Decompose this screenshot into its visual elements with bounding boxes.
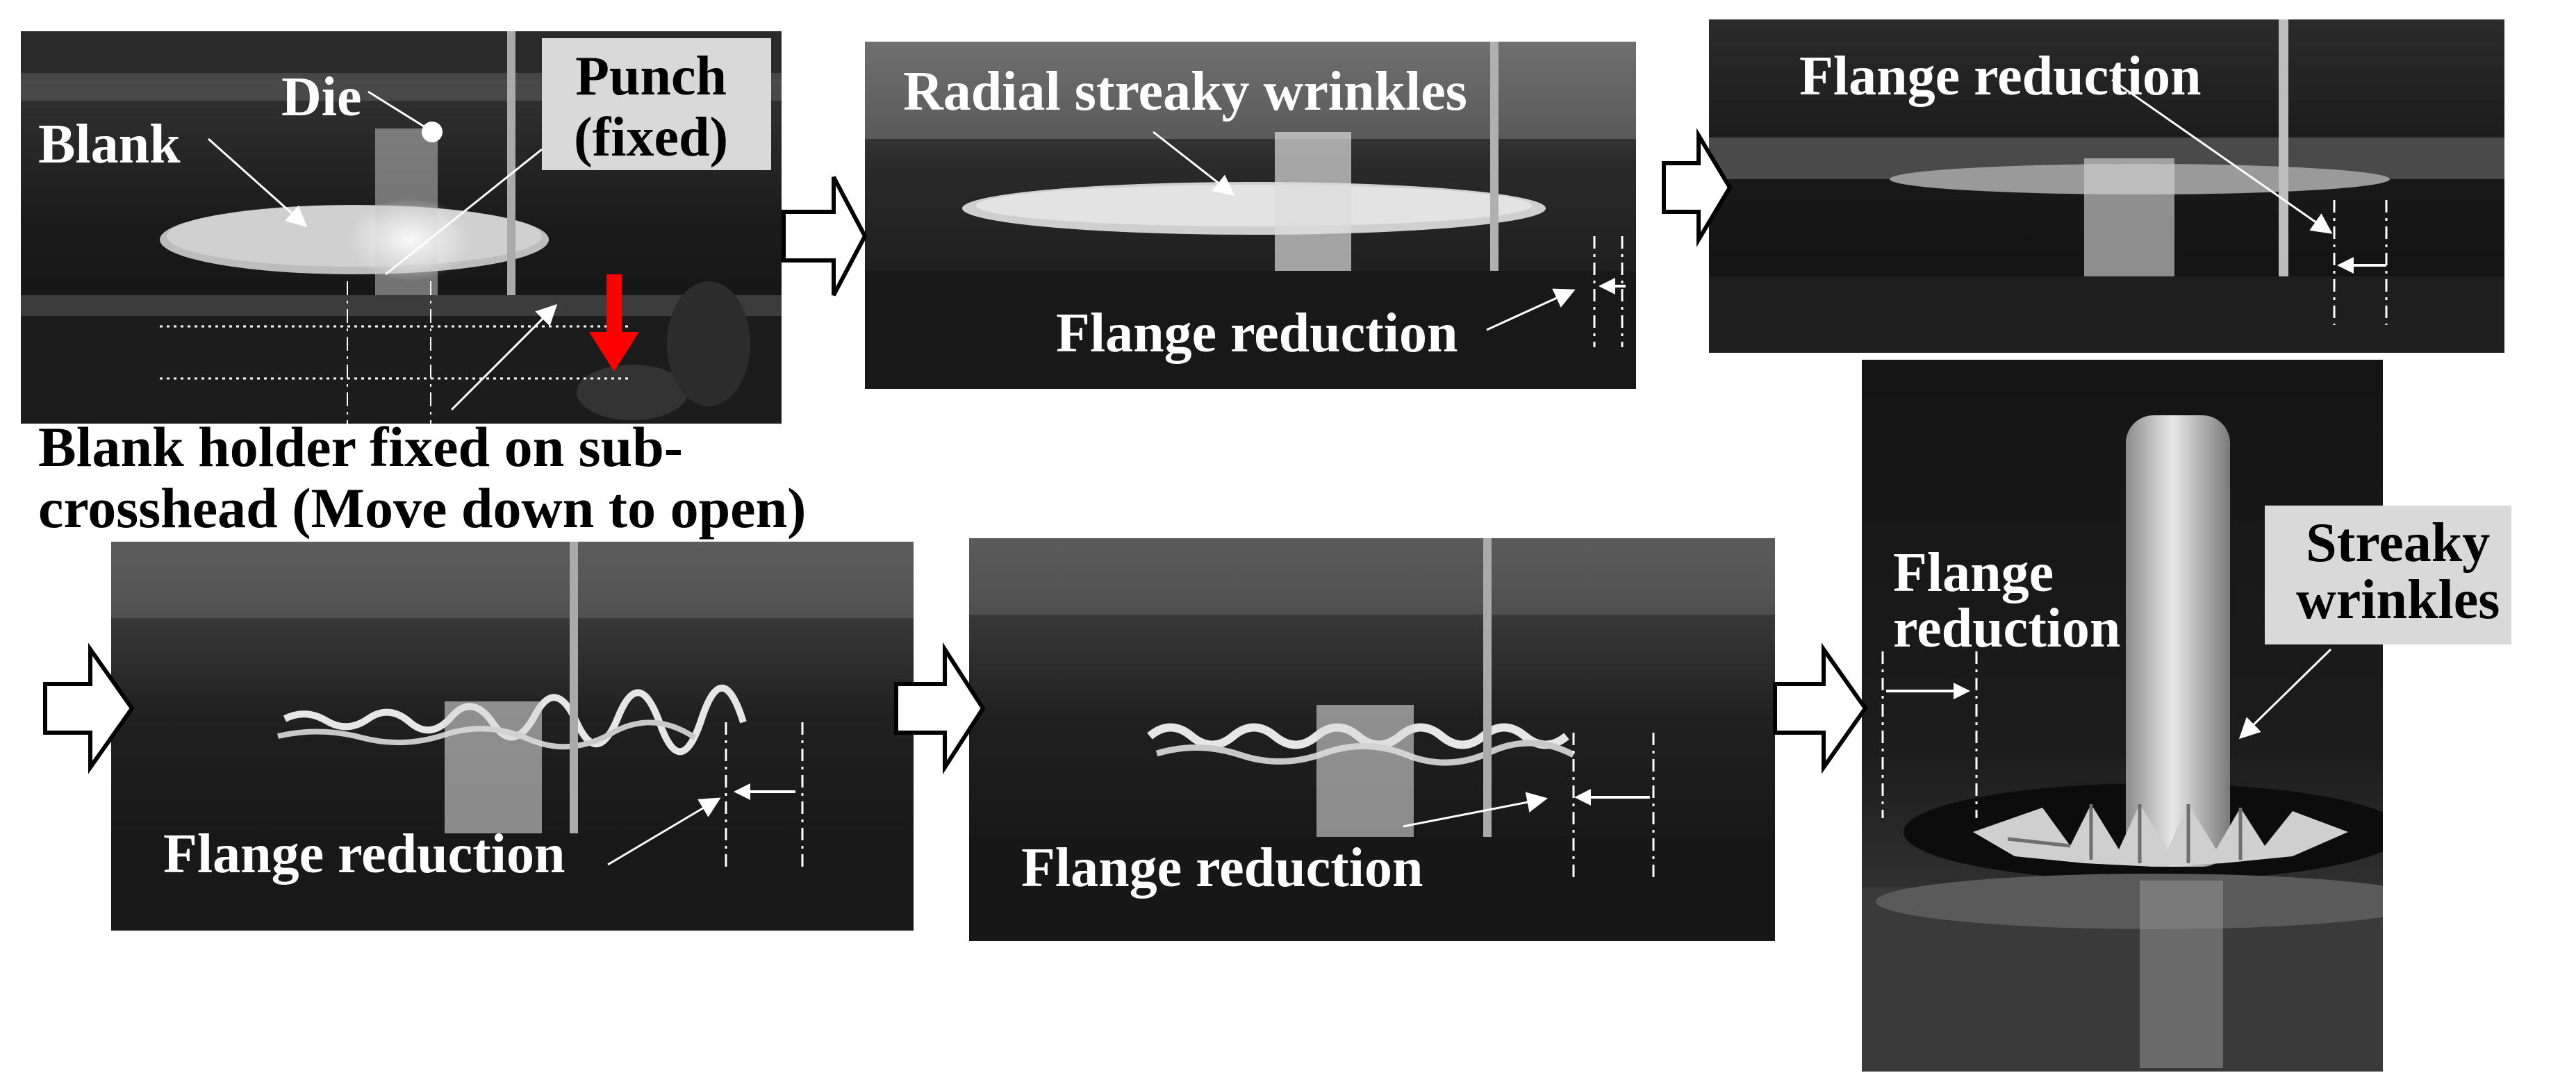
punch-label: Punch (fixed) [574, 49, 728, 165]
flange-label-line2: reduction [1893, 598, 2121, 659]
flange-reduction-label-2: Flange reduction [1056, 303, 1458, 364]
photo-panel-3 [1709, 19, 2504, 353]
radial-wrinkles-label: Radial streaky wrinkles [903, 61, 1467, 122]
flange-reduction-label-4: Flange reduction [163, 824, 565, 885]
photo-panel-2 [865, 42, 1636, 389]
punch-label-box [542, 38, 771, 170]
flange-reduction-label-6: Flange reduction [1893, 545, 2120, 656]
blank-label: Blank [38, 114, 181, 175]
streaky-wrinkles-label: Streaky wrinkles [2296, 515, 2500, 628]
photo-panel-5 [969, 538, 1775, 941]
blank-holder-label-line1: Blank holder fixed on sub- [38, 415, 684, 478]
streaky-label-line1: Streaky [2306, 513, 2491, 574]
punch-label-line2: (fixed) [574, 107, 729, 168]
flow-arrow-5 [1773, 642, 1868, 774]
flange-reduction-label-3: Flange reduction [1799, 46, 2202, 107]
die-label: Die [281, 67, 362, 128]
blank-holder-label-line2: crosshead (Move down to open) [38, 476, 807, 540]
streaky-label-box [2265, 506, 2511, 644]
blank-holder-label: Blank holder fixed on sub- crosshead (Mo… [38, 419, 806, 537]
flange-label-line1: Flange [1893, 542, 2054, 603]
flange-reduction-label-5: Flange reduction [1021, 838, 1423, 899]
streaky-label-line2: wrinkles [2296, 569, 2500, 631]
photo-panel-4 [111, 542, 914, 931]
photo-panel-6 [1862, 360, 2383, 1072]
flow-arrow-1 [782, 176, 868, 297]
punch-label-line1: Punch [575, 46, 727, 107]
